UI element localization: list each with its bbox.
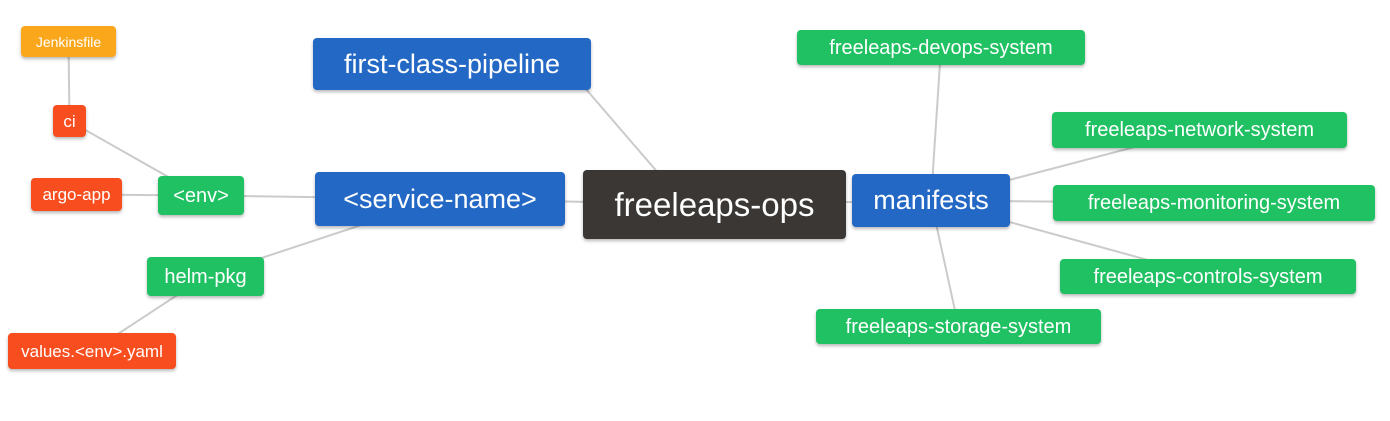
node-helm-pkg[interactable]: helm-pkg bbox=[147, 257, 264, 296]
node-argo-app[interactable]: argo-app bbox=[31, 178, 122, 211]
node-freeleaps-devops-system[interactable]: freeleaps-devops-system bbox=[797, 30, 1085, 65]
node-first-class-pipeline[interactable]: first-class-pipeline bbox=[313, 38, 591, 90]
node-freeleaps-controls-system[interactable]: freeleaps-controls-system bbox=[1060, 259, 1356, 294]
node-env[interactable]: <env> bbox=[158, 176, 244, 215]
node-values-env-yaml[interactable]: values.<env>.yaml bbox=[8, 333, 176, 369]
node-freeleaps-ops[interactable]: freeleaps-ops bbox=[583, 170, 846, 239]
node-freeleaps-network-system[interactable]: freeleaps-network-system bbox=[1052, 112, 1347, 148]
node-freeleaps-storage-system[interactable]: freeleaps-storage-system bbox=[816, 309, 1101, 344]
node-freeleaps-monitoring-system[interactable]: freeleaps-monitoring-system bbox=[1053, 185, 1375, 221]
node-jenkinsfile[interactable]: Jenkinsfile bbox=[21, 26, 116, 57]
node-service-name[interactable]: <service-name> bbox=[315, 172, 565, 226]
node-ci[interactable]: ci bbox=[53, 105, 86, 137]
node-manifests[interactable]: manifests bbox=[852, 174, 1010, 227]
